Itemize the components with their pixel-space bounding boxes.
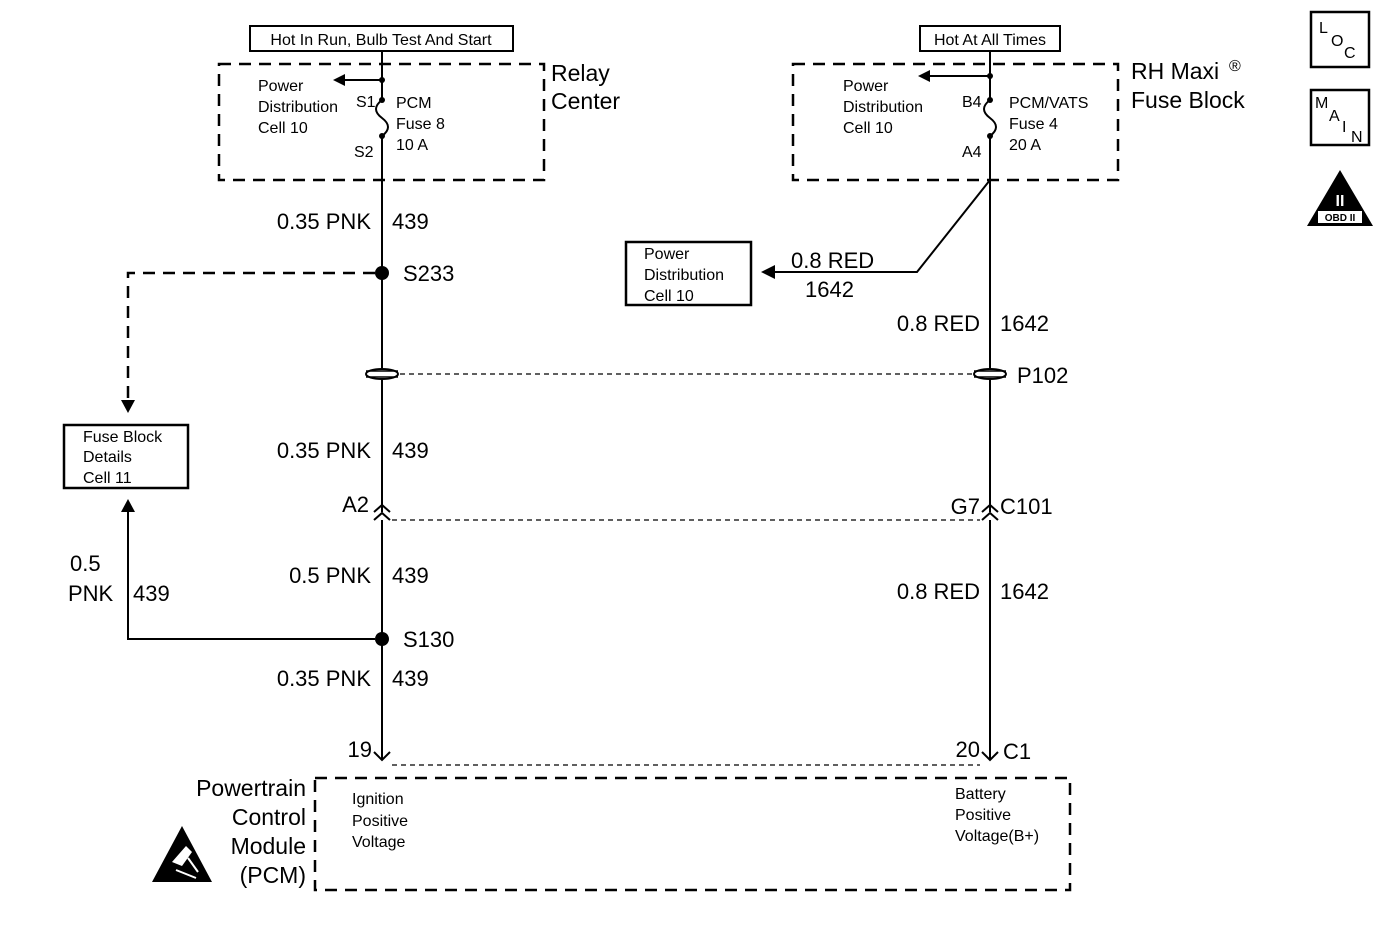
connector-p102-label: P102 <box>1017 363 1068 388</box>
branch-circuit: 439 <box>133 581 170 606</box>
splice-s130 <box>375 632 389 646</box>
left-wire-4-circuit: 439 <box>392 666 429 691</box>
esd-warning-icon <box>152 826 212 882</box>
right-supply-header: Hot At All Times <box>919 25 1061 52</box>
svg-text:RH Maxi: RH Maxi <box>1131 58 1219 84</box>
svg-text:Power: Power <box>644 246 690 263</box>
splice-s233-label: S233 <box>403 261 454 286</box>
pcm-vats-fuse-4 <box>918 52 997 139</box>
left-wire-3-gauge: 0.5 PNK <box>289 563 371 588</box>
svg-text:Cell 10: Cell 10 <box>258 120 308 137</box>
svg-text:Voltage: Voltage <box>352 834 405 851</box>
svg-text:Cell 10: Cell 10 <box>644 288 694 305</box>
svg-text:O: O <box>1331 33 1343 50</box>
svg-text:II: II <box>1336 193 1345 210</box>
svg-text:Cell 11: Cell 11 <box>83 470 132 487</box>
svg-text:20 A: 20 A <box>1009 137 1041 154</box>
svg-text:Hot At All Times: Hot At All Times <box>934 32 1046 49</box>
s233-branch-dashed <box>126 271 375 408</box>
svg-text:Fuse 8: Fuse 8 <box>396 116 445 133</box>
connector-c101 <box>373 503 999 521</box>
svg-text:Power: Power <box>843 78 889 95</box>
ref-box-fuse-block-details: Fuse Block Details Cell 11 <box>62 423 190 490</box>
svg-text:L: L <box>1319 20 1328 37</box>
svg-text:S1: S1 <box>356 94 376 111</box>
svg-text:Power: Power <box>258 78 304 95</box>
right-wire-1-gauge: 0.8 RED <box>897 311 980 336</box>
svg-text:Distribution: Distribution <box>644 267 724 284</box>
loc-icon[interactable]: L O C <box>1309 10 1371 69</box>
svg-text:(PCM): (PCM) <box>240 862 306 888</box>
svg-text:Powertrain: Powertrain <box>196 775 306 801</box>
connector-p102 <box>365 368 1007 380</box>
connector-c1 <box>373 751 999 766</box>
splice-s233 <box>375 266 389 280</box>
svg-text:M: M <box>1315 95 1328 112</box>
branch-gauge-2: PNK <box>68 581 114 606</box>
svg-text:10 A: 10 A <box>396 137 428 154</box>
pcm-pin-19: 19 <box>348 737 372 762</box>
left-wire-2-circuit: 439 <box>392 438 429 463</box>
svg-text:Fuse 4: Fuse 4 <box>1009 116 1058 133</box>
connector-c101-label: C101 <box>1000 494 1053 519</box>
c101-pin-a2: A2 <box>342 492 369 517</box>
svg-text:A4: A4 <box>962 144 982 161</box>
left-wire-2-gauge: 0.35 PNK <box>277 438 371 463</box>
svg-text:Hot In Run, Bulb Test And Star: Hot In Run, Bulb Test And Start <box>270 32 492 49</box>
svg-text:Module: Module <box>231 833 306 859</box>
left-wire-1-gauge: 0.35 PNK <box>277 209 371 234</box>
left-wire-1-circuit: 439 <box>392 209 429 234</box>
maxi-fuse-block-box: RH Maxi ® Fuse Block Power Distribution … <box>791 58 1245 182</box>
svg-text:B4: B4 <box>962 94 982 111</box>
pcm-module-box: Ignition Positive Voltage Battery Positi… <box>313 776 1072 892</box>
svg-text:OBD II: OBD II <box>1325 213 1356 224</box>
svg-text:Ignition: Ignition <box>352 791 404 808</box>
right-branch-circuit: 1642 <box>805 277 854 302</box>
svg-text:I: I <box>1342 119 1346 136</box>
svg-text:Battery: Battery <box>955 786 1006 803</box>
s130-branch-wire <box>127 508 375 640</box>
left-wire-4-gauge: 0.35 PNK <box>277 666 371 691</box>
svg-text:Cell 10: Cell 10 <box>843 120 893 137</box>
splice-s130-label: S130 <box>403 627 454 652</box>
connector-c1-label: C1 <box>1003 739 1031 764</box>
svg-text:Positive: Positive <box>352 813 408 830</box>
svg-text:Control: Control <box>232 804 306 830</box>
right-wire-1-circuit: 1642 <box>1000 311 1049 336</box>
svg-text:Positive: Positive <box>955 807 1011 824</box>
svg-text:Relay: Relay <box>551 60 610 86</box>
main-icon[interactable]: M A I N <box>1309 88 1371 147</box>
ref-box-power-distribution: Power Distribution Cell 10 <box>624 240 753 307</box>
svg-text:Details: Details <box>83 449 132 466</box>
svg-text:Fuse Block: Fuse Block <box>83 429 163 446</box>
right-wire-2-gauge: 0.8 RED <box>897 579 980 604</box>
pcm-pin-20: 20 <box>956 737 980 762</box>
right-wire-2-circuit: 1642 <box>1000 579 1049 604</box>
right-wire-1642 <box>761 136 991 760</box>
svg-text:®: ® <box>1229 58 1241 75</box>
svg-text:A: A <box>1329 108 1340 125</box>
c101-pin-g7: G7 <box>951 494 980 519</box>
svg-text:Center: Center <box>551 88 620 114</box>
relay-center-box: Relay Center Power Distribution Cell 10 … <box>217 60 620 182</box>
left-supply-header: Hot In Run, Bulb Test And Start <box>249 25 514 52</box>
svg-text:N: N <box>1351 129 1363 146</box>
svg-text:Distribution: Distribution <box>258 99 338 116</box>
svg-text:PCM/VATS: PCM/VATS <box>1009 95 1088 112</box>
svg-text:S2: S2 <box>354 144 374 161</box>
right-branch-gauge: 0.8 RED <box>791 248 874 273</box>
pcm-title: Powertrain Control Module (PCM) <box>196 775 306 888</box>
svg-text:Fuse Block: Fuse Block <box>1131 87 1245 113</box>
svg-text:Distribution: Distribution <box>843 99 923 116</box>
branch-gauge-1: 0.5 <box>70 551 101 576</box>
svg-text:C: C <box>1344 45 1356 62</box>
svg-text:Voltage(B+): Voltage(B+) <box>955 828 1039 845</box>
left-wire-3-circuit: 439 <box>392 563 429 588</box>
obd-ii-icon[interactable]: II OBD II <box>1307 170 1373 226</box>
svg-text:PCM: PCM <box>396 95 432 112</box>
